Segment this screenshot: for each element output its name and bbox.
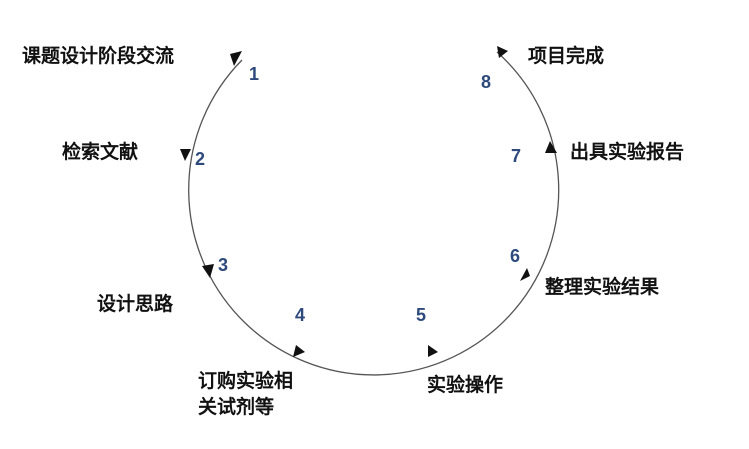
step-6-number: 6 — [510, 246, 521, 266]
step-2-label: 检索文献 — [62, 141, 139, 163]
step-1-number: 1 — [249, 64, 260, 84]
cycle-arc — [188, 51, 560, 376]
arrow-5-icon — [428, 345, 438, 357]
step-1-label: 课题设计阶段交流 — [22, 45, 175, 67]
step-4-label-line-1: 订购实验相 — [198, 370, 294, 392]
arrow-8-icon — [497, 46, 508, 58]
arrow-6-icon — [520, 268, 530, 281]
arrow-3-icon — [202, 264, 214, 278]
step-3-number: 3 — [218, 255, 229, 275]
step-8-label: 项目完成 — [528, 45, 605, 67]
arrow-7-icon — [545, 141, 557, 153]
arrow-4-icon — [293, 345, 305, 357]
step-8-number: 8 — [481, 72, 492, 92]
step-2-number: 2 — [195, 149, 206, 169]
step-6-label: 整理实验结果 — [545, 276, 660, 298]
step-3-label: 设计思路 — [97, 293, 174, 315]
step-5-label: 实验操作 — [427, 374, 504, 396]
arrow-1-icon — [230, 51, 242, 66]
arrow-2-icon — [180, 149, 191, 161]
step-5-number: 5 — [416, 305, 427, 325]
step-7-label: 出具实验报告 — [570, 141, 685, 163]
step-7-number: 7 — [511, 146, 522, 166]
step-4-number: 4 — [295, 305, 306, 325]
step-4-label-line-2: 关试剂等 — [198, 396, 275, 418]
